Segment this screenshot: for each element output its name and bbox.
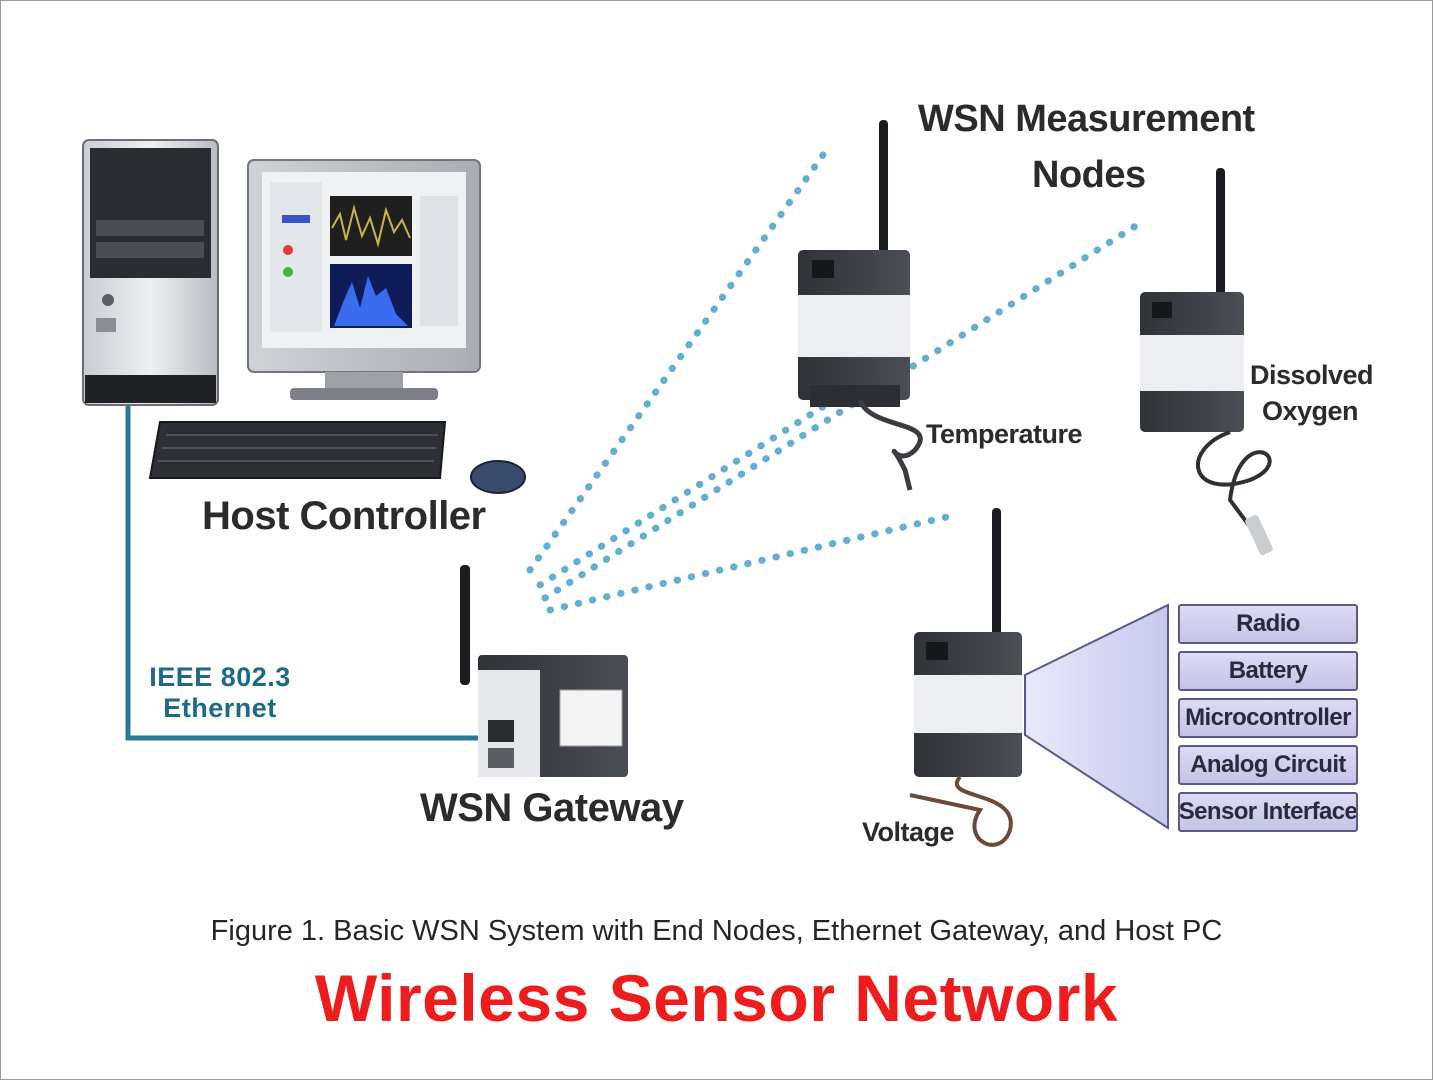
- component-sensor-interface: Sensor Interface: [1178, 792, 1358, 832]
- gateway-device: [460, 565, 628, 777]
- figure-caption: Figure 1. Basic WSN System with End Node…: [210, 915, 1223, 947]
- dissolved-oxygen-label-line2: Oxygen: [1262, 396, 1359, 426]
- component-analog-circuit: Analog Circuit: [1178, 745, 1358, 785]
- gateway-label: WSN Gateway: [420, 786, 684, 830]
- component-radio: Radio: [1178, 604, 1358, 644]
- radio-link-3: [541, 216, 1149, 602]
- measurement-nodes-label-line2: Nodes: [1032, 154, 1146, 196]
- dissolved-oxygen-label-line1: Dissolved: [1250, 360, 1374, 390]
- dissolved-oxygen-node: [1140, 168, 1273, 556]
- keyboard: [148, 421, 447, 479]
- measurement-nodes-label-line1: WSN Measurement: [918, 98, 1255, 140]
- pc-monitor: [247, 159, 481, 400]
- host-controller-label: Host Controller: [202, 494, 486, 538]
- component-battery: Battery: [1178, 651, 1358, 691]
- radio-link-1: [526, 141, 834, 574]
- temperature-label: Temperature: [926, 419, 1083, 449]
- page-title: Wireless Sensor Network: [314, 961, 1119, 1035]
- temperature-node: [798, 120, 923, 491]
- ethernet-cable: [125, 402, 520, 741]
- voltage-label: Voltage: [862, 817, 955, 847]
- component-microcontroller: Microcontroller: [1178, 698, 1358, 738]
- ethernet-label-line1: IEEE 802.3: [149, 662, 291, 692]
- mouse: [470, 460, 526, 494]
- ethernet-label: IEEE 802.3 Ethernet: [130, 662, 310, 724]
- radio-link-4: [546, 511, 959, 614]
- pc-tower: [82, 139, 219, 406]
- ethernet-label-line2: Ethernet: [163, 693, 277, 723]
- node-breakdown-cone: [1024, 603, 1169, 830]
- voltage-node: [909, 508, 1022, 847]
